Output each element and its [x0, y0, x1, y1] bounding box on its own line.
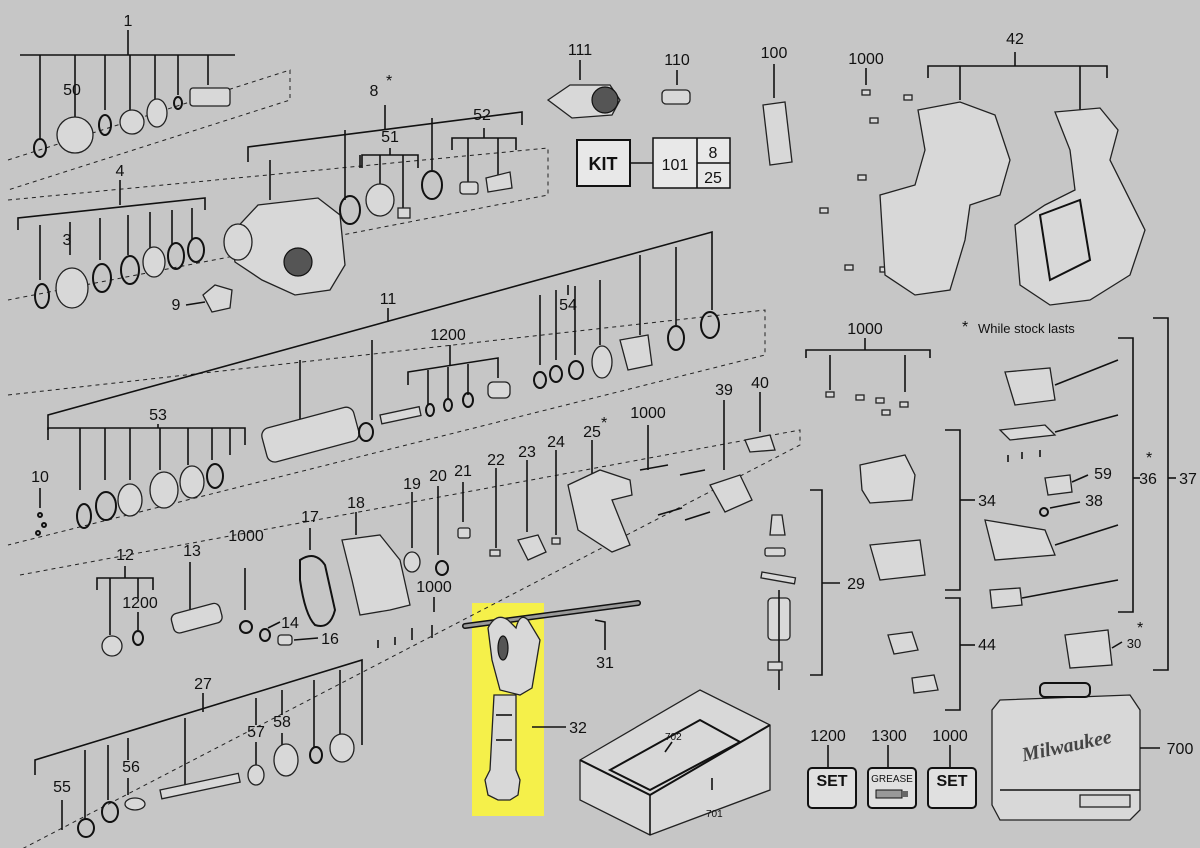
group-11-parts: [47, 230, 720, 463]
group-4-parts: [17, 180, 233, 313]
label-11: 11: [380, 291, 397, 308]
label-42: 42: [1006, 31, 1024, 48]
label-111: 111: [568, 42, 592, 59]
label-25: 25: [583, 424, 601, 441]
label-100: 100: [761, 45, 788, 62]
label-101: 101: [662, 157, 689, 174]
label-13: 13: [183, 543, 201, 560]
label-24: 24: [547, 434, 565, 451]
label-40: 40: [751, 375, 769, 392]
label-56: 56: [122, 759, 140, 776]
label-34: 34: [978, 493, 996, 510]
label-44: 44: [978, 637, 996, 654]
label-20: 20: [429, 468, 447, 485]
top-center-parts: [546, 60, 793, 166]
group-1-parts: [20, 30, 235, 158]
label-10: 10: [31, 469, 49, 486]
label-702: 702: [665, 732, 682, 743]
label-1200-set: 1200: [810, 728, 846, 745]
group-25-parts: [489, 392, 776, 561]
label-21: 21: [454, 463, 472, 480]
label-50: 50: [63, 82, 81, 99]
group-8-parts: [223, 105, 523, 296]
label-1000-set: 1000: [932, 728, 968, 745]
label-39: 39: [715, 382, 733, 399]
group-27-parts: [34, 658, 363, 838]
label-29: 29: [847, 576, 865, 593]
label-4: 4: [116, 163, 125, 180]
label-32: 32: [569, 720, 587, 737]
stock-note-star: *: [962, 319, 968, 336]
label-54: 54: [559, 297, 577, 314]
label-1200-top: 1200: [430, 327, 466, 344]
label-51: 51: [381, 129, 399, 146]
label-14: 14: [281, 615, 299, 632]
set-box-1-label: SET: [816, 773, 847, 790]
label-8-star: *: [386, 73, 392, 90]
set-box-2-label: SET: [936, 773, 967, 790]
label-30-star: *: [1137, 620, 1143, 637]
label-37: 37: [1179, 471, 1197, 488]
label-1000-right: 1000: [847, 321, 883, 338]
label-1200-left: 1200: [122, 595, 158, 612]
group-18-parts: [299, 482, 471, 648]
group-12-parts: [96, 562, 293, 657]
grease-box-label: GREASE: [871, 774, 913, 785]
label-1000-screws: 1000: [630, 405, 666, 422]
set-boxes: [807, 745, 977, 809]
motor-parts: [760, 338, 975, 711]
battery-module-parts: [984, 317, 1176, 671]
kit-label: KIT: [589, 154, 618, 174]
group-53-parts: [35, 424, 246, 536]
label-31: 31: [596, 655, 614, 672]
label-8: 8: [370, 83, 379, 100]
label-19: 19: [403, 476, 421, 493]
side-handle-parts: [462, 600, 641, 801]
label-16: 16: [321, 631, 339, 648]
label-9: 9: [172, 297, 181, 314]
label-52: 52: [473, 107, 491, 124]
label-1300: 1300: [871, 728, 907, 745]
label-1000-left: 1000: [228, 528, 264, 545]
label-17: 17: [301, 509, 319, 526]
label-38: 38: [1085, 493, 1103, 510]
label-30: 30: [1127, 636, 1141, 651]
label-700: 700: [1167, 741, 1194, 758]
label-12: 12: [116, 547, 134, 564]
label-23: 23: [518, 444, 536, 461]
label-55: 55: [53, 779, 71, 796]
kit-box: [576, 137, 731, 189]
label-22: 22: [487, 452, 505, 469]
label-kit-25: 25: [704, 170, 722, 187]
label-25-star: *: [601, 415, 607, 432]
label-58: 58: [273, 714, 291, 731]
label-kit-8: 8: [709, 145, 718, 162]
label-59: 59: [1094, 466, 1112, 483]
label-1: 1: [124, 13, 133, 30]
label-1000-mid: 1000: [416, 579, 452, 596]
carrying-case-small: [579, 689, 771, 836]
label-701: 701: [706, 809, 723, 820]
housing-parts: [819, 52, 1146, 306]
carrying-case-large: [991, 682, 1160, 821]
stock-note: While stock lasts: [978, 321, 1075, 336]
label-53: 53: [149, 407, 167, 424]
label-18: 18: [347, 495, 365, 512]
label-57: 57: [247, 724, 265, 741]
label-36: 36: [1139, 471, 1157, 488]
label-110: 110: [664, 52, 690, 69]
label-36-star: *: [1146, 450, 1152, 467]
label-27: 27: [194, 676, 212, 693]
label-1000-top: 1000: [848, 51, 884, 68]
label-3: 3: [63, 232, 72, 249]
